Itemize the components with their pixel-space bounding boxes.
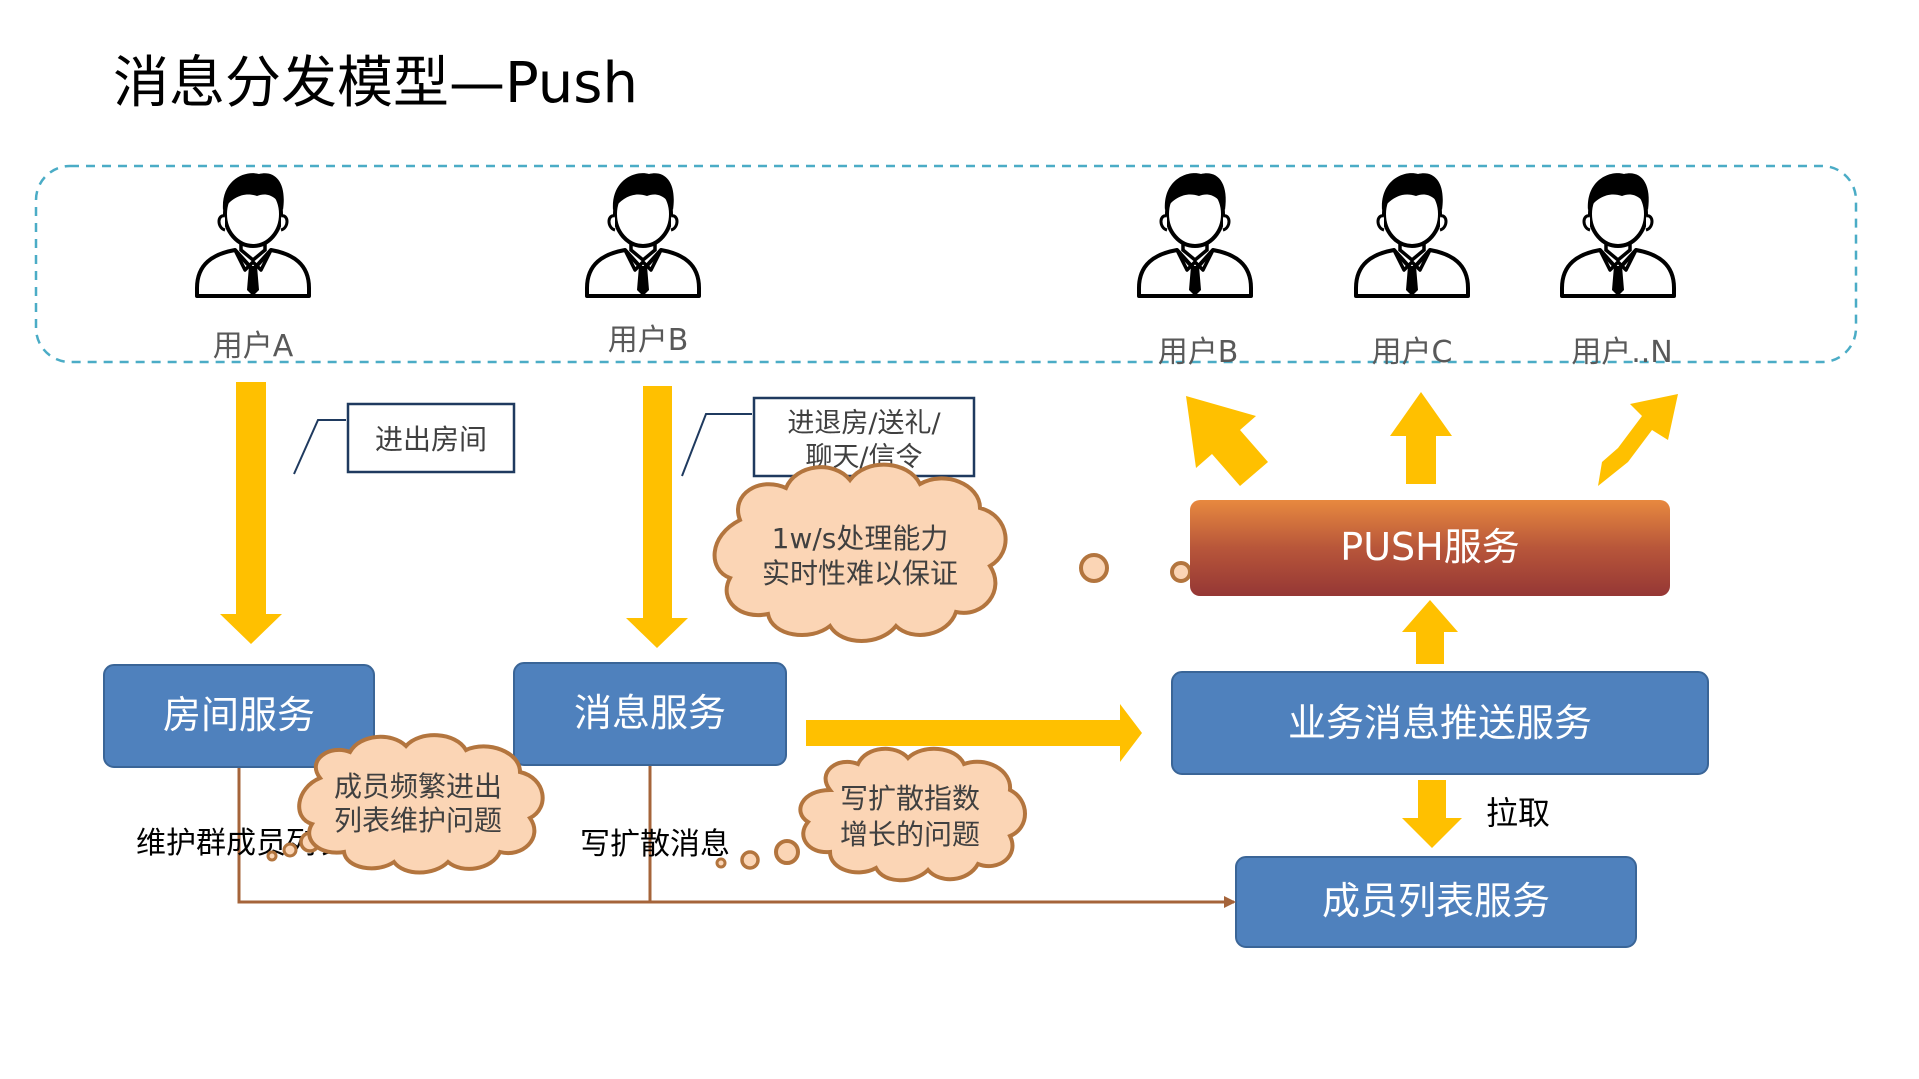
cloud-member-churn-line1: 成员频繁进出 [334,770,502,803]
member-list-service-label: 成员列表服务 [1322,879,1550,923]
arrow-business-to-push [1402,600,1458,664]
callout-line-enter-exit [293,419,346,475]
user-avatar-icon [585,171,701,298]
page-title: 消息分发模型—Push [113,51,638,116]
user-avatar-icon [1354,171,1470,298]
arrow-message-to-business [806,704,1142,762]
thought-bubble [740,850,760,870]
user-label-c: 用户C [1372,335,1453,370]
cloud-diffusion-growth-line1: 写扩散指数 [840,782,980,815]
cloud-diffusion-growth-line2: 增长的问题 [840,818,980,851]
cloud-member-churn [297,733,545,875]
user-label-b-left: 用户B [608,323,689,358]
business-push-service-label: 业务消息推送服务 [1288,701,1592,745]
user-label-b-right: 用户B [1158,335,1239,370]
cloud-diffusion-growth [798,746,1027,883]
room-service-box [103,664,375,768]
member-list-service-box [1235,856,1637,948]
line-room-to-member-list [237,768,1236,908]
cloud-capacity-line2: 实时性难以保证 [762,557,958,590]
pull-label: 拉取 [1486,794,1550,832]
arrow-user-b-to-message [626,386,688,648]
user-avatar-icon [1560,171,1676,298]
thought-bubble [1079,553,1109,583]
thought-bubble [266,850,278,862]
user-avatar-icon [195,171,311,298]
arrow-push-to-user-n [1598,394,1678,486]
room-service-label: 房间服务 [163,693,315,737]
user-avatar-icon [1137,171,1253,298]
thought-bubble [1170,561,1192,583]
message-service-label: 消息服务 [574,691,726,735]
arrow-pull [1402,780,1462,848]
write-diffusion-label: 写扩散消息 [580,827,730,862]
thought-bubble [715,857,727,869]
push-service-label: PUSH服务 [1340,525,1519,569]
cloud-capacity-line1: 1w/s处理能力 [772,522,949,555]
callout-box-actions [752,396,976,478]
user-label-a: 用户A [213,329,294,364]
thought-bubble [282,842,298,858]
cloud-capacity [712,462,1008,643]
callout-line-actions [681,413,752,477]
business-push-service-box [1171,671,1709,775]
message-service-box [513,662,787,766]
arrow-push-to-user-c [1390,392,1452,484]
callout-text-actions-line1: 进退房/送礼/ [787,408,941,439]
arrow-push-to-user-b [1186,396,1268,486]
callout-box-enter-exit [346,402,516,474]
user-label-n: 用户..N [1571,335,1673,370]
callout-text-enter-exit: 进出房间 [375,423,487,456]
arrow-user-a-to-room [220,382,282,644]
push-service-box [1190,500,1670,596]
thought-bubble [774,839,800,865]
cloud-member-churn-line2: 列表维护问题 [334,804,502,837]
